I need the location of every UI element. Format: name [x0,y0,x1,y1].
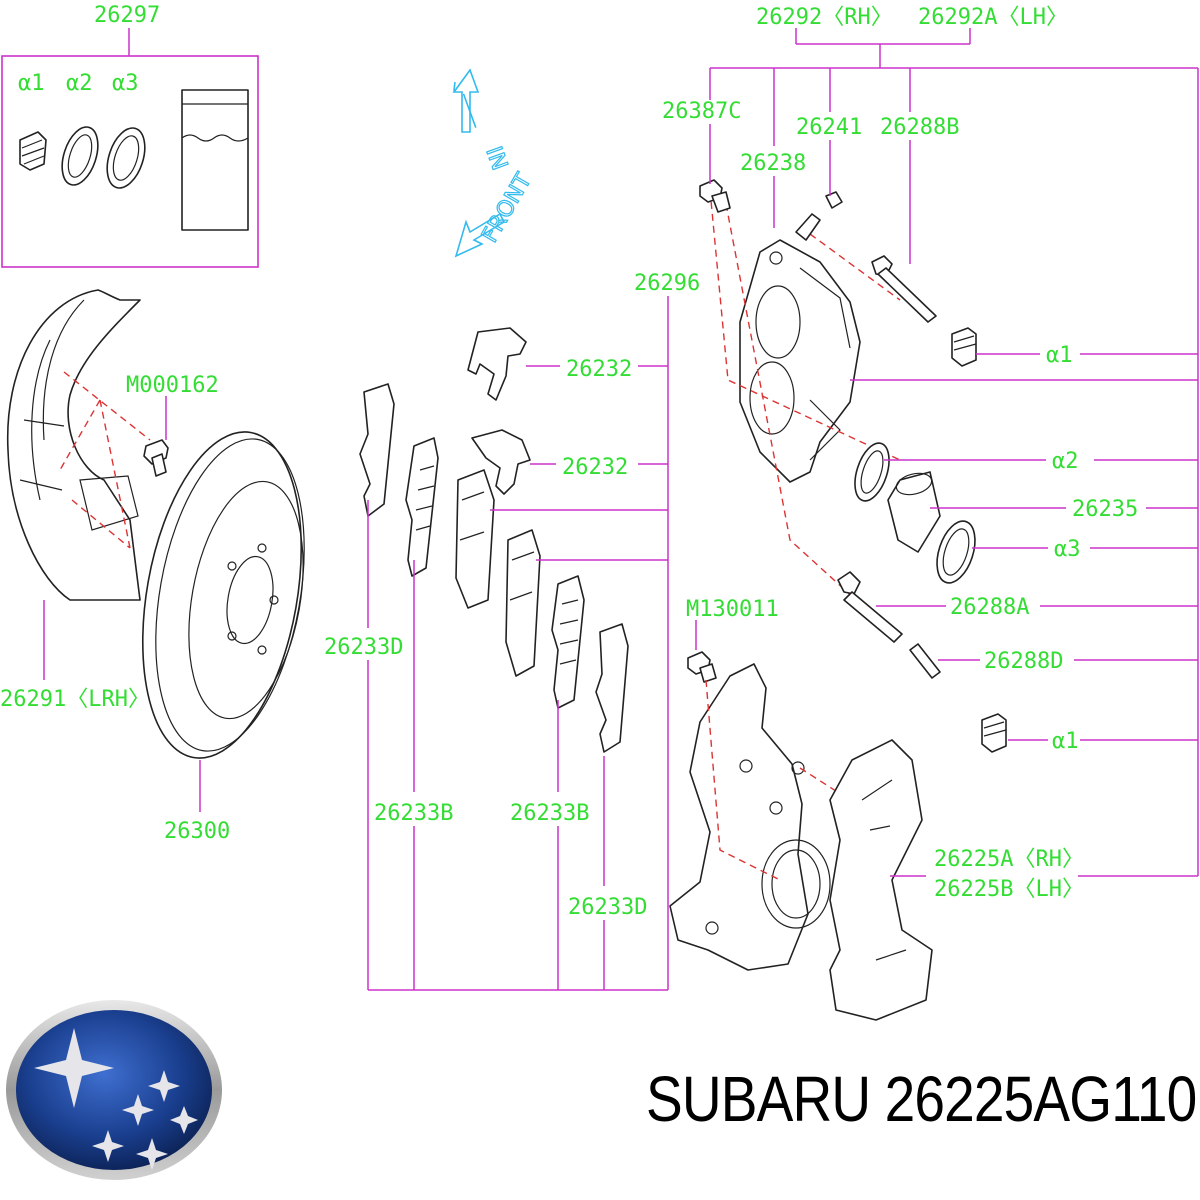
label-a2-top: α2 [66,71,93,96]
label-a1-top: α1 [18,71,45,96]
label-a3-right: α3 [1054,537,1081,562]
seal-a2-right [854,442,890,502]
seal-a2-part [61,126,99,186]
caliper-dashed-lines [709,189,901,641]
caliper-support-part [829,739,933,1021]
label-26288a: 26288A [950,595,1029,620]
label-a3-top: α3 [112,71,139,96]
ring-a3-right [936,520,976,584]
label-26291: 26291〈LRH〉 [0,687,150,712]
label-26225a: 26225A〈RH〉 [934,847,1084,872]
direction-front-arrow [454,212,506,258]
label-26232-upper: 26232 [566,357,632,382]
direction-in-arrow [452,68,480,133]
subaru-logo [6,1000,222,1180]
caliper-body-part [739,239,861,483]
steering-knuckle-part [669,663,831,971]
label-m130011: M130011 [686,597,779,622]
ring-a3-part [106,127,146,189]
pad-shim-26233b-left [405,437,439,577]
label-26297: 26297 [94,3,160,28]
label-26233b-right: 26233B [510,801,589,826]
boot-a1-part [19,131,47,171]
pad-shim-26233d-left [359,383,395,517]
sleeve-26288d-part [909,643,941,679]
grease-tube-part [181,89,249,231]
label-26288b: 26288B [880,115,959,140]
boot-a1-right-lower [981,713,1007,753]
boot-a1-right-upper [951,327,977,367]
label-a1-right-lower: α1 [1052,729,1079,754]
pad-clip-26232-lower [471,429,531,495]
label-direction-in: IN [480,144,511,174]
brake-pad-inner [455,469,495,609]
pad-shim-26233d-right [595,623,629,753]
guide-pin-26288b-part [871,255,937,323]
guide-pin-26288a-part [837,571,903,643]
part-labels: 26297 α1 α2 α3 26292〈RH〉 26292A〈LH〉 2638… [0,3,1138,920]
brake-disc-part [141,431,305,759]
label-26300: 26300 [164,819,230,844]
label-a1-right-upper: α1 [1046,343,1073,368]
leader-lines [43,28,1199,991]
label-26288d: 26288D [984,649,1063,674]
bolt-26387c-part [699,179,731,213]
label-26292: 26292〈RH〉 [756,5,893,30]
label-26296: 26296 [634,271,700,296]
subaru-stars-icon [34,1028,198,1170]
kit-box-26297 [1,28,259,268]
label-26241: 26241 [796,115,862,140]
label-direction-front: FRONT [478,169,538,247]
pad-clip-26232-upper [467,327,527,401]
label-26225b: 26225B〈LH〉 [934,877,1084,902]
label-26232-lower: 26232 [562,455,628,480]
label-26233d-left: 26233D [324,635,403,660]
bleeder-screw-part [795,213,821,241]
brake-pad-outer [505,529,541,677]
label-26292a: 26292A〈LH〉 [918,5,1068,30]
backing-plate-dashed-lines [59,371,151,549]
label-a2-right: α2 [1052,449,1079,474]
label-m000162: M000162 [126,373,219,398]
part-number-title: SUBARU 26225AG110 [646,1063,1197,1135]
label-26233d-right: 26233D [568,895,647,920]
label-26387c: 26387C [662,99,741,124]
pad-shim-26233b-right [551,575,585,709]
bolt-m130011-part [687,651,717,683]
bleeder-cap-part [825,191,843,209]
piston-part [887,471,941,553]
label-26238: 26238 [740,151,806,176]
label-26233b-left: 26233B [374,801,453,826]
bolt-m000162-part [143,439,169,477]
label-26235: 26235 [1072,497,1138,522]
